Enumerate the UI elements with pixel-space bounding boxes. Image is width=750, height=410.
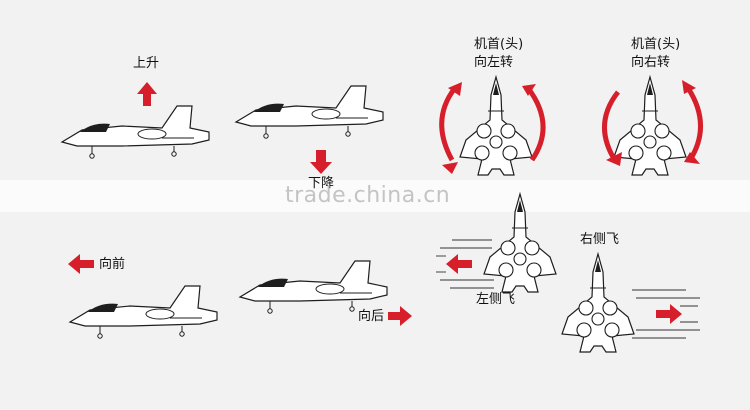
- plane-top-rotate-left: [459, 76, 533, 176]
- arrow-rotate-left-tail: [442, 162, 458, 174]
- watermark-band: [0, 180, 750, 212]
- label-left-turn-line2: 向左转: [474, 55, 514, 70]
- plane-top-rotate-right: [613, 76, 687, 176]
- arrow-backward: [388, 306, 412, 326]
- arrow-side-right: [656, 304, 682, 324]
- label-side-left: 左侧飞: [476, 292, 516, 307]
- arrow-rotate-right-b-tail: [684, 152, 700, 164]
- watermark-text: trade.china.cn: [285, 183, 451, 208]
- arrow-rotate-right-b-head: [682, 80, 696, 94]
- arrow-rotate-left-b: [525, 86, 546, 162]
- arrow-rotate-right-a: [602, 90, 620, 164]
- arrow-side-left: [446, 254, 472, 274]
- plane-side-backward: [239, 260, 388, 314]
- arrow-up: [137, 82, 157, 106]
- arrow-forward: [68, 254, 94, 274]
- plane-top-side-left: [483, 193, 557, 293]
- arrow-rotate-right-b: [685, 86, 703, 162]
- plane-side-down: [235, 85, 384, 139]
- motion-lines-right: [632, 289, 700, 339]
- arrow-rotate-left-a: [439, 86, 457, 162]
- label-backward: 向后: [358, 309, 385, 324]
- motion-lines-left: [436, 239, 494, 289]
- arrow-rotate-left-a-head: [448, 82, 462, 96]
- plane-side-up: [61, 105, 210, 159]
- label-down: 下降: [308, 176, 335, 191]
- arrow-rotate-left-b-head: [522, 84, 536, 96]
- plane-top-side-right: [561, 253, 635, 353]
- label-left-turn-line1: 机首(头): [474, 37, 524, 52]
- arrow-down: [310, 150, 332, 174]
- label-right-turn-line2: 向右转: [631, 55, 671, 70]
- plane-side-forward: [69, 285, 218, 339]
- label-right-turn-line1: 机首(头): [631, 37, 681, 52]
- label-side-right: 右侧飞: [580, 232, 620, 247]
- label-up: 上升: [133, 56, 160, 71]
- label-forward: 向前: [99, 257, 126, 272]
- arrow-rotate-right-a-head: [606, 152, 622, 166]
